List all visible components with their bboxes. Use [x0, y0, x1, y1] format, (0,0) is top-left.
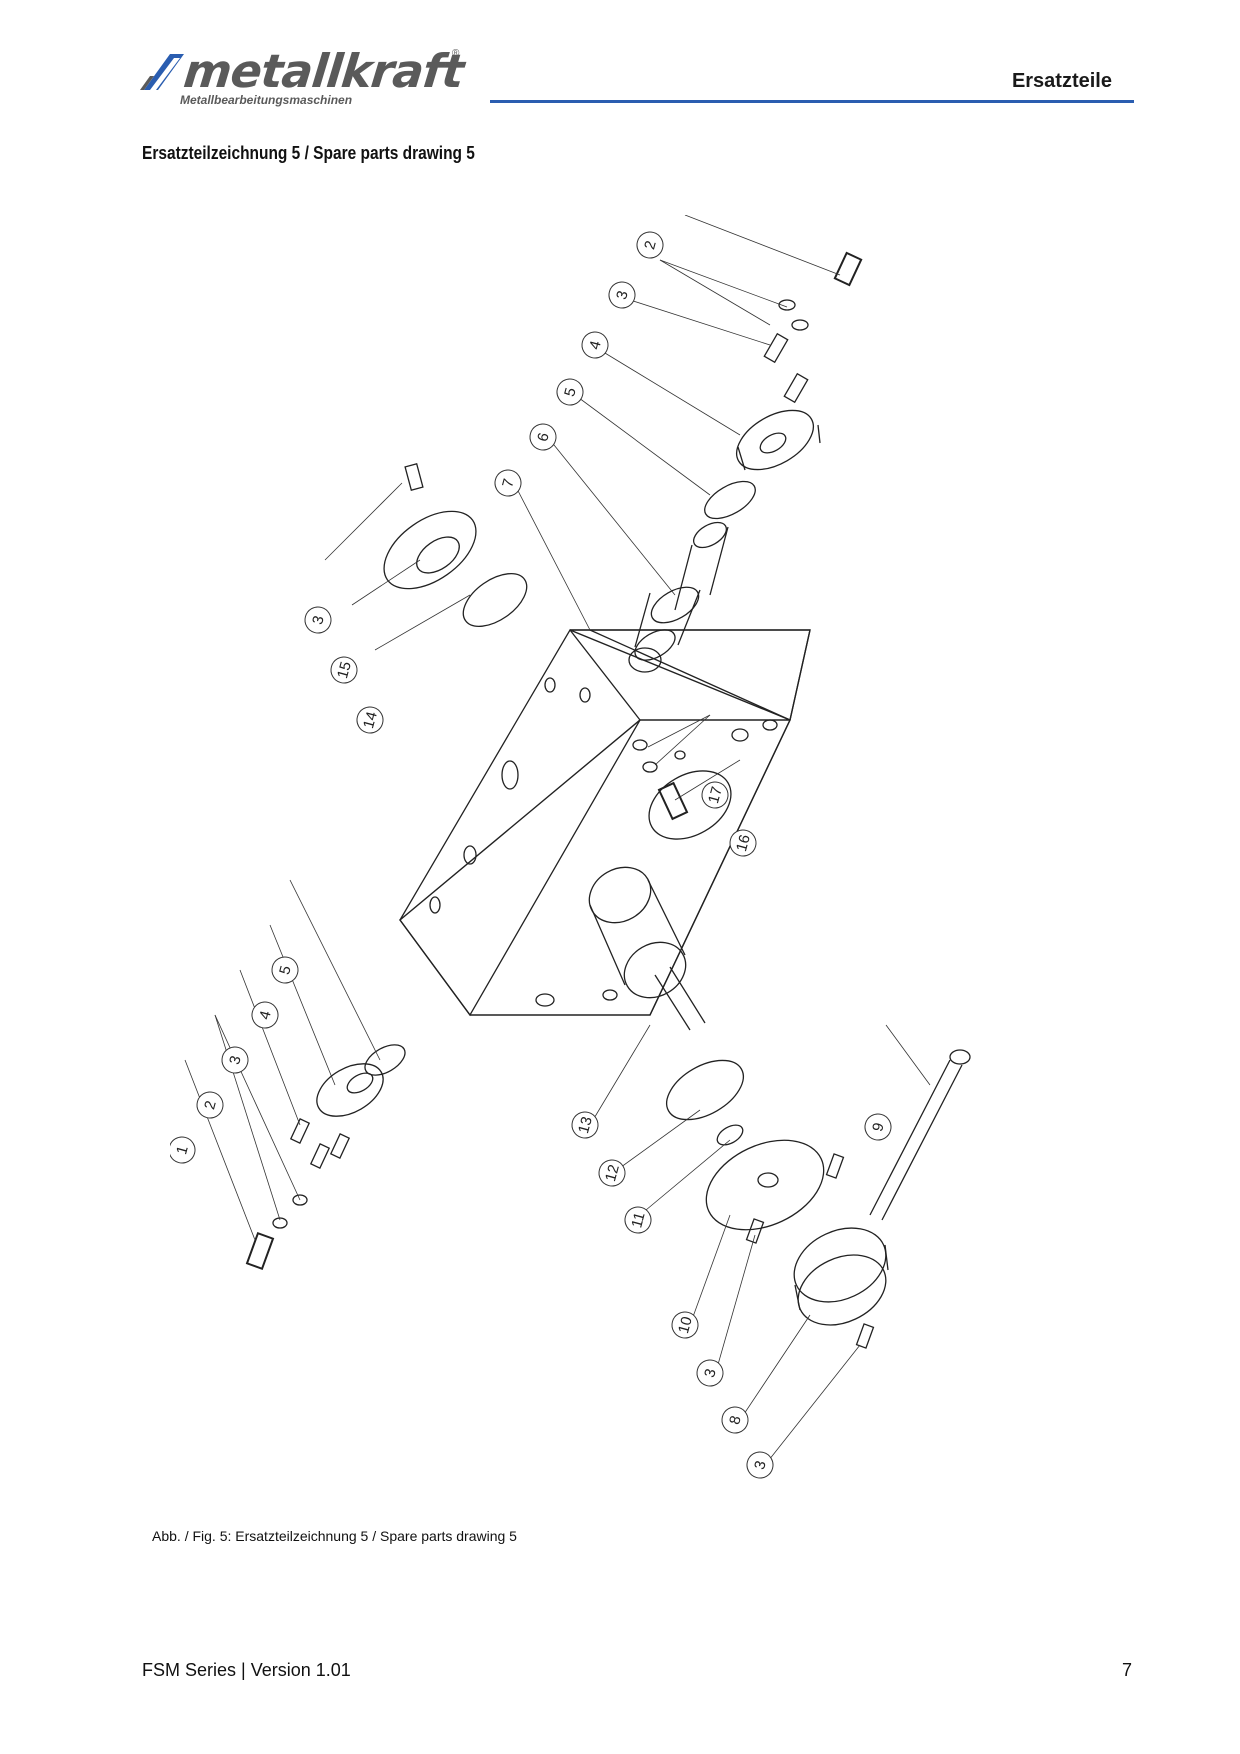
footer-series-version: FSM Series | Version 1.01	[142, 1660, 351, 1680]
callout-16: 16	[729, 829, 757, 857]
callout-4-bottom: 4	[251, 1001, 279, 1029]
svg-text:15: 15	[334, 660, 355, 681]
header-divider	[490, 100, 1134, 103]
figure-caption: Abb. / Fig. 5: Ersatzteilzeichnung 5 / S…	[152, 1528, 517, 1544]
company-logo: metallkraft ® Metallbearbeitungsmaschine…	[140, 44, 480, 114]
svg-text:11: 11	[628, 1210, 648, 1229]
header-section-title: Ersatzteile	[1011, 70, 1112, 92]
callout-14: 14	[356, 706, 384, 734]
callout-3-right-b: 3	[746, 1451, 774, 1479]
svg-text:13: 13	[575, 1115, 596, 1136]
logo-subtitle: Metallbearbeitungsmaschinen	[180, 93, 353, 107]
callout-group: 1 2 3 4 5 6 7 3 15 14 17 16 5 4 3 2 1 13…	[170, 231, 892, 1479]
callout-3-top: 3	[608, 281, 636, 309]
callout-3-right-a: 3	[696, 1359, 724, 1387]
callout-3-left-top: 3	[304, 606, 332, 634]
logo-mark-icon	[140, 54, 184, 90]
callout-5-top: 5	[556, 378, 584, 406]
svg-text:14: 14	[360, 710, 381, 731]
logo-registered-mark: ®	[452, 48, 460, 59]
svg-text:12: 12	[602, 1163, 623, 1184]
callout-15: 15	[330, 656, 358, 684]
callout-2-bottom: 2	[196, 1091, 224, 1119]
callout-1-bottom: 1	[170, 1136, 196, 1164]
callout-6: 6	[529, 423, 557, 451]
leader-lines	[184, 215, 931, 1466]
page-title: Ersatzteilzeichnung 5 / Spare parts draw…	[142, 143, 475, 163]
callout-12: 12	[598, 1159, 626, 1187]
logo-wordmark: metallkraft	[181, 44, 466, 98]
svg-text:17: 17	[705, 785, 726, 806]
callout-4-top: 4	[581, 331, 609, 359]
callout-9: 9	[864, 1113, 892, 1141]
callout-3-bottom: 3	[221, 1046, 249, 1074]
drawing-lines	[245, 251, 971, 1349]
callout-8: 8	[721, 1406, 749, 1434]
callout-2-top: 2	[636, 231, 664, 259]
svg-text:10: 10	[675, 1315, 696, 1336]
callout-5-bottom: 5	[271, 956, 299, 984]
callout-10: 10	[671, 1311, 699, 1339]
callout-11: 11	[624, 1206, 652, 1234]
spare-parts-drawing: 1 2 3 4 5 6 7 3 15 14 17 16 5 4 3 2 1 13…	[170, 215, 971, 1479]
callout-17: 17	[701, 781, 729, 809]
callout-7: 7	[494, 469, 522, 497]
svg-text:16: 16	[733, 833, 754, 854]
callout-13: 13	[571, 1111, 599, 1139]
page-number: 7	[1121, 1660, 1132, 1680]
